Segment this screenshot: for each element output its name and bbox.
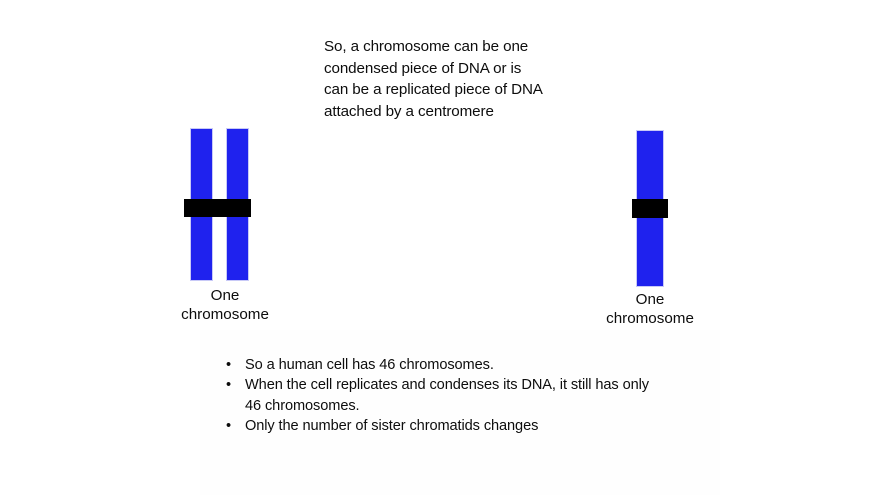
chromatid-arms-right <box>595 130 705 287</box>
bullet-marker-icon: • <box>226 357 232 373</box>
list-item: • When the cell replicates and condenses… <box>222 375 662 416</box>
background-tint-band <box>200 330 720 495</box>
list-item-text: Only the number of sister chromatids cha… <box>245 418 539 435</box>
list-item: • So a human cell has 46 chromosomes. <box>222 355 662 375</box>
bullet-marker-icon: • <box>226 377 232 394</box>
list-item-text: So a human cell has 46 chromosomes. <box>245 357 494 373</box>
centromere-bar <box>632 199 668 218</box>
intro-paragraph: So, a chromosome can be one condensed pi… <box>324 38 543 120</box>
centromere-bar <box>184 199 251 217</box>
chromosome-label-right: One chromosome <box>606 291 694 327</box>
list-item: • Only the number of sister chromatids c… <box>222 416 662 436</box>
bullet-marker-icon: • <box>226 418 232 435</box>
chromosome-figure-left: One chromosome <box>170 128 280 323</box>
summary-bullet-list: • So a human cell has 46 chromosomes. • … <box>222 355 662 437</box>
chromosome-figure-right: One chromosome <box>595 130 705 327</box>
chromatid-arms-left <box>170 128 280 281</box>
chromosome-label-left: One chromosome <box>181 287 269 323</box>
list-item-text: When the cell replicates and condenses i… <box>245 377 649 414</box>
